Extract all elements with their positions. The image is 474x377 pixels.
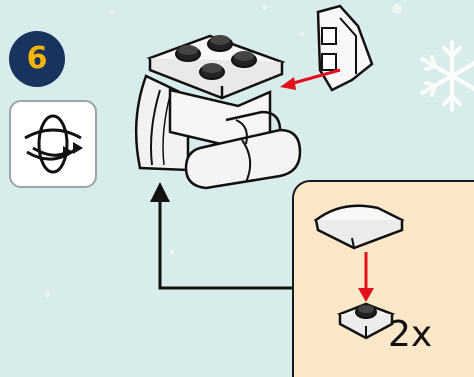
parts-callout	[292, 180, 474, 377]
side-bracket-brick	[318, 6, 372, 90]
quantity-label: 2x	[388, 317, 432, 353]
callout-leader-line	[160, 200, 292, 288]
callout-parts-illustration	[294, 182, 474, 377]
